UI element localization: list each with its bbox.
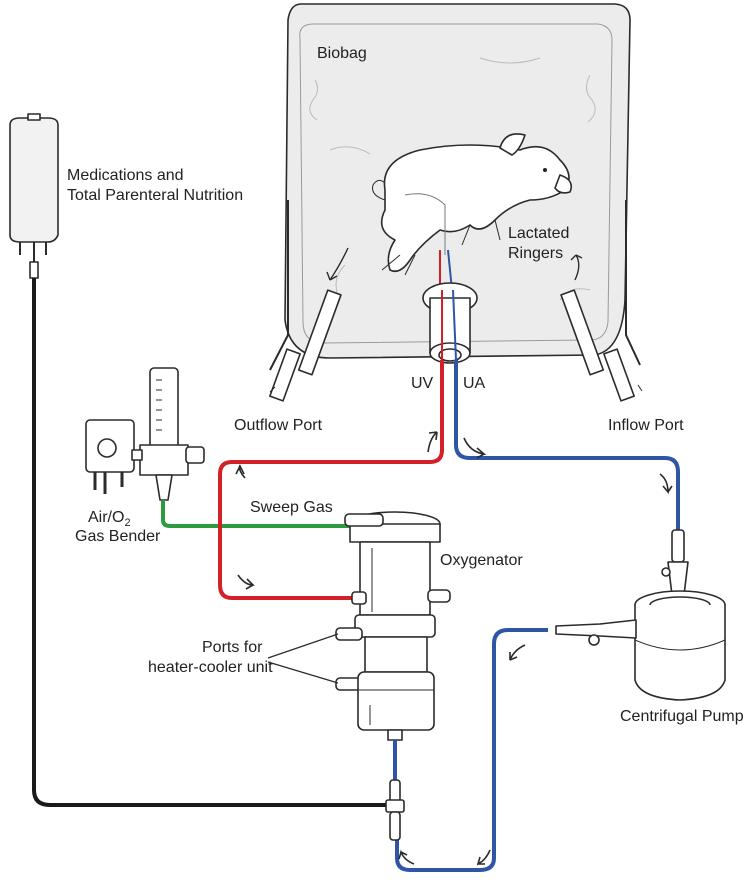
biobag-wrinkle bbox=[329, 146, 371, 155]
sweep-gas-label: Sweep Gas bbox=[250, 499, 333, 516]
arrow-venous-2 bbox=[659, 473, 673, 495]
venous-line-to-pump bbox=[454, 360, 680, 560]
biobag-frame-right bbox=[625, 200, 641, 366]
biobag-wrinkle bbox=[479, 57, 541, 64]
oxy-side-port bbox=[427, 589, 451, 603]
pump-outlet bbox=[555, 619, 637, 639]
medications-label-1: Medications and bbox=[67, 167, 184, 184]
inflow-port-label: Inflow Port bbox=[608, 417, 684, 434]
oxy-lower-ring-1 bbox=[354, 614, 436, 638]
sweep-gas-line bbox=[161, 500, 350, 528]
outflow-port-tube bbox=[269, 247, 349, 402]
oxy-main-body bbox=[359, 541, 431, 616]
piglet-snout bbox=[554, 174, 573, 194]
ua-label: UA bbox=[463, 375, 486, 392]
piglet-ear bbox=[499, 133, 526, 156]
ports-label-1: Ports for bbox=[202, 639, 263, 656]
oxygenator-label: Oxygenator bbox=[440, 552, 523, 569]
centrifugal-pump bbox=[555, 529, 726, 701]
lactated-ringers-label-1: Lactated bbox=[508, 225, 569, 242]
outflow-arrow bbox=[269, 386, 276, 393]
oxy-bottom-housing bbox=[357, 671, 435, 731]
piglet-fetus bbox=[372, 133, 573, 276]
umbilical-vessels-internal bbox=[404, 193, 446, 255]
flowmeter-ticks bbox=[156, 379, 162, 431]
iv-bag-hanger bbox=[27, 113, 41, 121]
arrow-arterial-up bbox=[427, 431, 438, 453]
oxy-red-port bbox=[351, 591, 367, 605]
biobag-frame-left bbox=[269, 200, 289, 371]
medications-label-2: Total Parenteral Nutrition bbox=[67, 187, 243, 204]
oxy-bottom-lines bbox=[358, 689, 434, 725]
cannula-blue-line bbox=[452, 289, 457, 361]
pump-inlet-knob bbox=[661, 567, 671, 577]
iv-bag-ports bbox=[19, 242, 47, 262]
flowmeter-base bbox=[139, 444, 189, 476]
arrow-venous-1 bbox=[463, 437, 487, 459]
piglet-eye bbox=[543, 168, 547, 172]
piglet-leg bbox=[381, 219, 501, 276]
air-o2-gas-bender bbox=[85, 367, 205, 501]
arrow-venous-4 bbox=[476, 849, 491, 866]
oxy-heat-exchanger bbox=[364, 636, 428, 673]
pump-inlet-connector bbox=[671, 529, 685, 563]
pump-inlet-cone bbox=[667, 561, 689, 596]
centrifugal-pump-label: Centrifugal Pump bbox=[620, 708, 744, 725]
bender-inlets bbox=[93, 472, 124, 494]
oxygenator bbox=[335, 511, 451, 741]
biobag-label: Biobag bbox=[317, 45, 367, 62]
arrow-venous-5 bbox=[398, 849, 415, 865]
inflow-port-tube bbox=[560, 254, 635, 402]
biobag-wrinkle bbox=[586, 74, 596, 123]
pump-outlet-knob bbox=[588, 634, 600, 646]
ports-leader-lines bbox=[267, 633, 339, 684]
iv-bag-body bbox=[9, 117, 59, 243]
uv-label: UV bbox=[411, 375, 434, 392]
oxy-sweep-inlet bbox=[344, 513, 384, 527]
pump-body bbox=[634, 605, 726, 701]
flowmeter-tube bbox=[149, 367, 179, 449]
bender-dial bbox=[97, 438, 117, 458]
flowmeter-knob bbox=[185, 446, 205, 464]
oxy-heater-port-1 bbox=[335, 627, 363, 641]
lactated-ringers-label-2: Ringers bbox=[508, 245, 563, 262]
piglet-tail bbox=[372, 179, 386, 201]
bender-connector bbox=[131, 449, 143, 461]
arterial-line bbox=[218, 360, 444, 600]
tpn-line bbox=[32, 278, 390, 807]
inflow-arrow bbox=[637, 384, 643, 392]
oxy-outlet bbox=[387, 729, 403, 741]
biobag-wrinkle bbox=[309, 79, 319, 121]
umbilical-cannula bbox=[422, 282, 478, 364]
venous-line-pump-to-oxy bbox=[395, 628, 548, 872]
arrow-arterial-down bbox=[237, 574, 255, 590]
pump-band bbox=[634, 639, 726, 651]
ports-label-2: heater-cooler unit bbox=[148, 659, 273, 676]
arrow-arterial-left-head bbox=[235, 464, 245, 475]
arrow-venous-3 bbox=[509, 644, 526, 661]
iv-drip-chamber bbox=[29, 261, 39, 279]
outflow-port-label: Outflow Port bbox=[234, 417, 323, 434]
iv-bag bbox=[9, 113, 59, 279]
bender-nozzle bbox=[155, 474, 173, 501]
air-o2-label: Air/O2 bbox=[88, 509, 131, 529]
tpn-connector bbox=[385, 779, 405, 841]
gas-bender-label: Gas Bender bbox=[75, 528, 161, 545]
